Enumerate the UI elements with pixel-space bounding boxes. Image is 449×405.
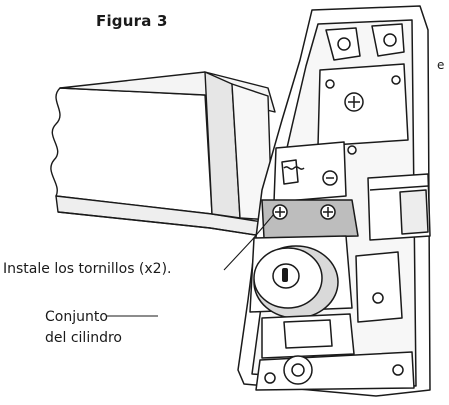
callout-cylinder-line-2: del cilindro (45, 330, 122, 346)
stray-margin-character: e (437, 58, 445, 72)
latch-body (273, 141, 347, 203)
spring (283, 166, 305, 170)
keyway (282, 268, 288, 282)
bar-broken-end (50, 87, 213, 215)
leader-screws (223, 213, 275, 271)
leader-lines (106, 213, 275, 317)
mounting-plate (237, 5, 431, 397)
callout-cylinder-line-1: Conjunto (45, 309, 108, 325)
exit-bar (50, 71, 276, 237)
figure-title: Figura 3 (96, 12, 168, 30)
callout-install-screws: Instale los tornillos (x2). (3, 261, 172, 277)
